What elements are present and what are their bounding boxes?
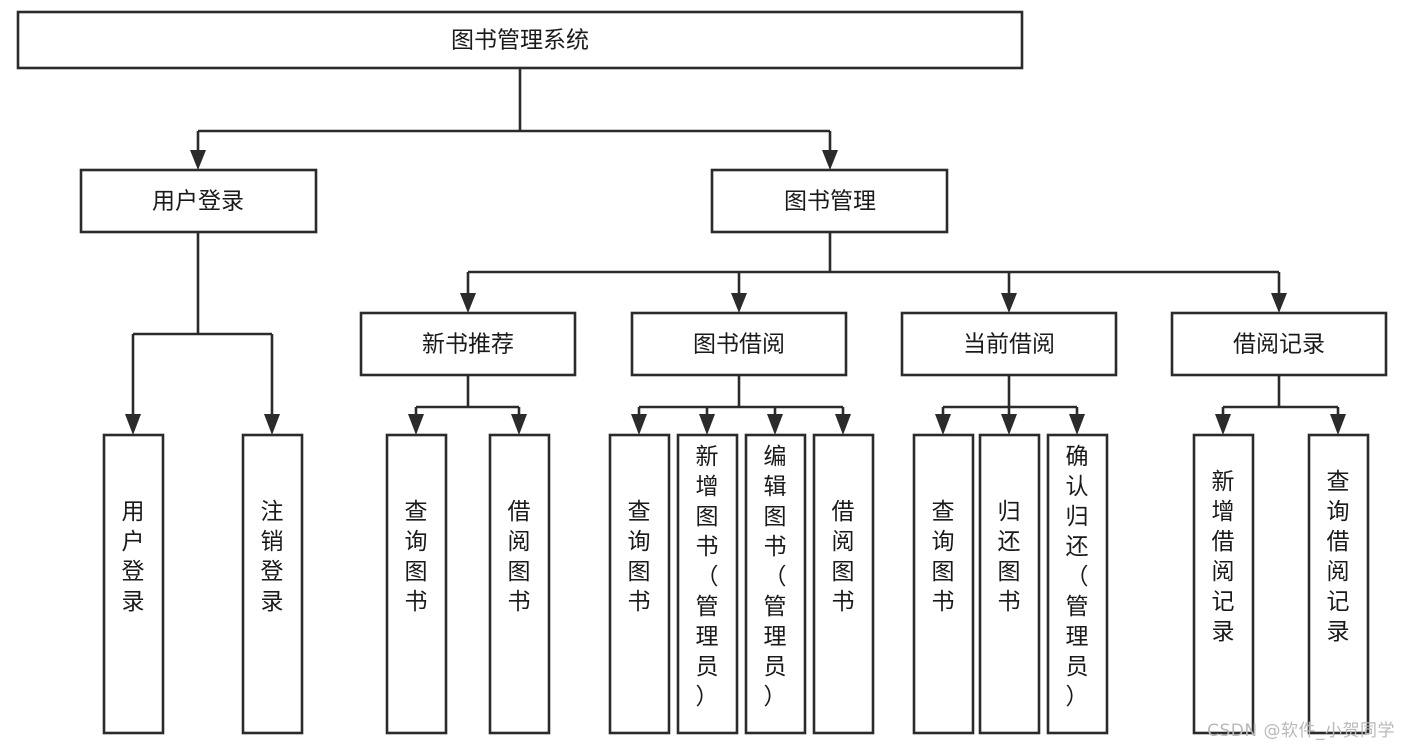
arrow-book-borrow — [731, 293, 747, 313]
node-leaf-add-borrow-record-label: 新增借阅记录 — [1212, 469, 1235, 645]
arrow-leaf-edit-book-admin — [767, 414, 783, 435]
node-leaf-query-book-1[interactable]: 查询图书 — [385, 433, 448, 735]
arrow-user-login — [190, 150, 206, 170]
node-leaf-add-borrow-record[interactable]: 新增借阅记录 — [1192, 433, 1255, 735]
arrow-leaf-borrow-book-1 — [511, 414, 527, 435]
connectors-bookborrow-to-leaves — [631, 375, 851, 435]
node-leaf-user-login[interactable]: 用户登录 — [102, 433, 165, 735]
node-leaf-borrow-book-2[interactable]: 借阅图书 — [812, 433, 875, 735]
node-leaf-add-book-admin[interactable]: 新增图书（管理员） — [676, 433, 739, 735]
node-leaf-query-book-3-label: 查询图书 — [932, 499, 955, 615]
node-leaf-borrow-book-1-box[interactable] — [488, 433, 551, 735]
node-leaf-query-borrow-record-box[interactable] — [1307, 433, 1370, 735]
node-root-label: 图书管理系统 — [451, 28, 589, 54]
arrow-leaf-return-book — [1001, 414, 1017, 435]
node-book-management[interactable]: 图书管理 — [710, 168, 949, 234]
arrow-leaf-query-book-3 — [935, 414, 951, 435]
node-leaf-query-book-3[interactable]: 查询图书 — [912, 433, 975, 735]
node-leaf-edit-book-admin-label: 编辑图书（管理员） — [764, 444, 787, 710]
node-leaf-edit-book-admin-box[interactable] — [744, 433, 807, 735]
csdn-watermark: CSDN @软件_小贺同学 — [1207, 721, 1395, 741]
node-user-login[interactable]: 用户登录 — [79, 168, 318, 234]
arrow-leaf-borrow-book-2 — [835, 414, 851, 435]
node-root[interactable]: 图书管理系统 — [16, 10, 1024, 70]
node-book-management-box[interactable] — [710, 168, 949, 234]
arrow-book-management — [822, 150, 838, 170]
node-leaf-logout-login-label: 注销登录 — [261, 499, 284, 615]
connectors-root-to-level2 — [190, 68, 838, 170]
node-borrow-record[interactable]: 借阅记录 — [1170, 311, 1388, 377]
connectors-bookmgmt-to-level3 — [460, 232, 1287, 313]
node-book-borrow-label: 图书借阅 — [693, 332, 785, 358]
node-leaf-add-borrow-record-box[interactable] — [1192, 433, 1255, 735]
node-leaf-return-book[interactable]: 归还图书 — [978, 433, 1041, 735]
node-leaf-confirm-return-admin-label: 确认归还（管理员） — [1066, 444, 1089, 710]
node-leaf-borrow-book-1-label: 借阅图书 — [508, 499, 531, 615]
arrow-leaf-logout-login — [264, 414, 280, 435]
node-leaf-query-borrow-record-label: 查询借阅记录 — [1327, 469, 1350, 645]
arrow-leaf-query-book-2 — [631, 414, 647, 435]
node-current-borrow[interactable]: 当前借阅 — [900, 311, 1118, 377]
arrow-leaf-user-login — [125, 414, 141, 435]
arrow-borrow-record — [1271, 293, 1287, 313]
node-user-login-label: 用户登录 — [152, 189, 244, 215]
node-leaf-query-book-1-label: 查询图书 — [405, 499, 428, 615]
node-book-borrow[interactable]: 图书借阅 — [630, 311, 848, 377]
node-leaf-user-login-box[interactable] — [102, 433, 165, 735]
node-current-borrow-label: 当前借阅 — [963, 332, 1055, 358]
arrow-leaf-add-book-admin — [699, 414, 715, 435]
node-leaf-add-book-admin-box[interactable] — [676, 433, 739, 735]
connectors-currentborrow-to-leaves — [935, 375, 1085, 435]
node-leaf-logout-login[interactable]: 注销登录 — [241, 433, 304, 735]
connectors-borrowrecord-to-leaves — [1215, 375, 1346, 435]
node-leaf-borrow-book-2-label: 借阅图书 — [832, 499, 855, 615]
node-leaf-query-book-2-box[interactable] — [608, 433, 671, 735]
connectors-newbook-to-leaves — [408, 375, 527, 435]
node-book-management-label: 图书管理 — [784, 189, 876, 215]
node-book-borrow-box[interactable] — [630, 311, 848, 377]
arrow-current-borrow — [1001, 293, 1017, 313]
arrow-leaf-query-book-1 — [408, 414, 424, 435]
arrow-leaf-confirm-return-admin — [1069, 414, 1085, 435]
node-new-book-recommend-box[interactable] — [359, 311, 577, 377]
arrow-leaf-add-borrow-record — [1215, 414, 1231, 435]
node-leaf-confirm-return-admin[interactable]: 确认归还（管理员） — [1046, 433, 1109, 735]
node-leaf-return-book-box[interactable] — [978, 433, 1041, 735]
node-leaf-query-book-2-label: 查询图书 — [628, 499, 651, 615]
node-leaf-borrow-book-1[interactable]: 借阅图书 — [488, 433, 551, 735]
node-new-book-recommend[interactable]: 新书推荐 — [359, 311, 577, 377]
node-root-box[interactable] — [16, 10, 1024, 70]
node-leaf-user-login-label: 用户登录 — [122, 499, 145, 615]
node-user-login-box[interactable] — [79, 168, 318, 234]
node-leaf-query-book-3-box[interactable] — [912, 433, 975, 735]
node-current-borrow-box[interactable] — [900, 311, 1118, 377]
node-leaf-return-book-label: 归还图书 — [998, 499, 1021, 615]
arrow-new-book-recommend — [460, 293, 476, 313]
node-leaf-add-book-admin-label: 新增图书（管理员） — [696, 444, 719, 710]
node-leaf-query-borrow-record[interactable]: 查询借阅记录 — [1307, 433, 1370, 735]
node-new-book-recommend-label: 新书推荐 — [422, 332, 514, 358]
node-leaf-query-book-2[interactable]: 查询图书 — [608, 433, 671, 735]
node-leaf-query-book-1-box[interactable] — [385, 433, 448, 735]
arrow-leaf-query-borrow-record — [1330, 414, 1346, 435]
node-leaf-logout-login-box[interactable] — [241, 433, 304, 735]
node-borrow-record-label: 借阅记录 — [1233, 332, 1325, 358]
node-leaf-borrow-book-2-box[interactable] — [812, 433, 875, 735]
node-leaf-confirm-return-admin-box[interactable] — [1046, 433, 1109, 735]
connectors-userlogin-to-leaves — [125, 232, 280, 435]
node-borrow-record-box[interactable] — [1170, 311, 1388, 377]
node-leaf-edit-book-admin[interactable]: 编辑图书（管理员） — [744, 433, 807, 735]
